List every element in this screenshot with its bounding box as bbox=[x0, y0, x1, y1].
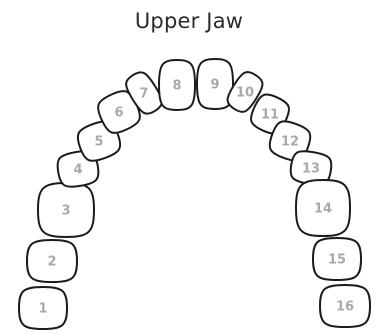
tooth-outline[interactable] bbox=[157, 58, 197, 112]
tooth-14[interactable]: 14 bbox=[294, 178, 352, 238]
tooth-outline[interactable] bbox=[25, 238, 79, 284]
tooth-outline[interactable] bbox=[122, 68, 166, 117]
tooth-3[interactable]: 3 bbox=[36, 181, 96, 239]
tooth-outline[interactable] bbox=[311, 236, 363, 282]
tooth-outline[interactable] bbox=[318, 283, 372, 329]
tooth-outline[interactable] bbox=[223, 68, 266, 116]
tooth-8[interactable]: 8 bbox=[157, 58, 197, 112]
tooth-outline[interactable] bbox=[195, 57, 235, 111]
tooth-15[interactable]: 15 bbox=[311, 236, 363, 282]
tooth-2[interactable]: 2 bbox=[25, 238, 79, 284]
tooth-1[interactable]: 1 bbox=[17, 285, 69, 331]
tooth-outline[interactable] bbox=[36, 181, 96, 239]
diagram-title: Upper Jaw bbox=[134, 9, 244, 33]
tooth-outline[interactable] bbox=[17, 285, 69, 331]
tooth-16[interactable]: 16 bbox=[318, 283, 372, 329]
tooth-outline[interactable] bbox=[294, 178, 352, 238]
